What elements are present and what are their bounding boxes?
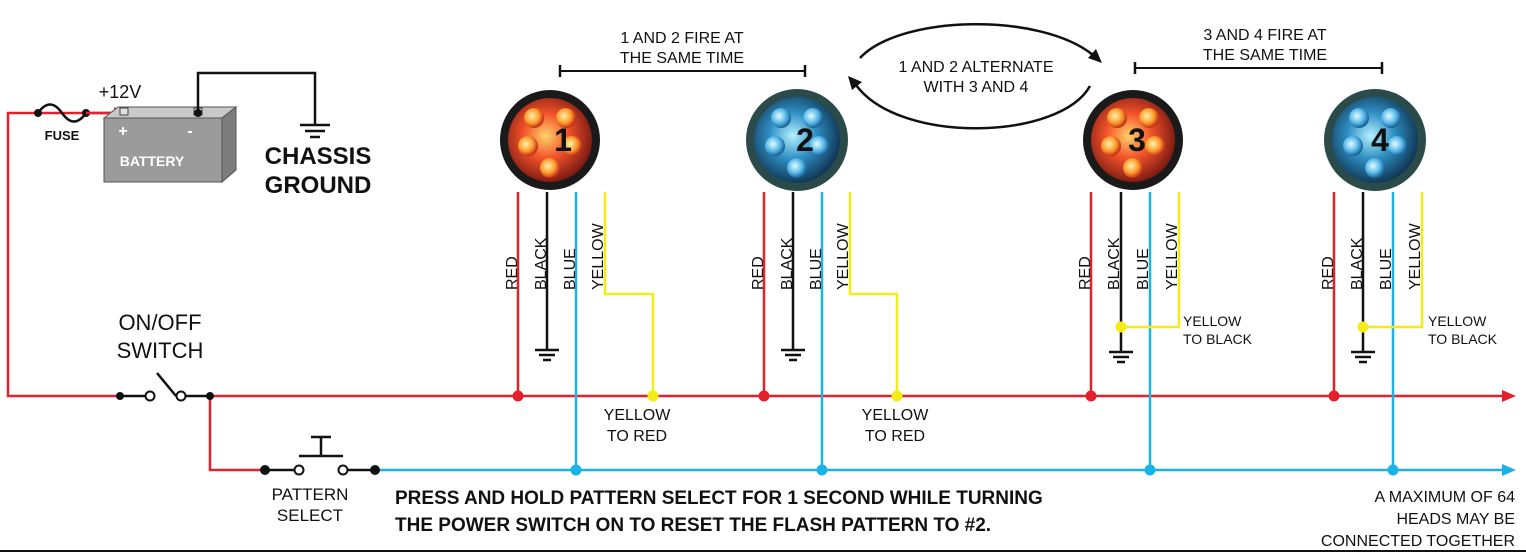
head-2-wires: RED BLACK BLUE YELLOW YELLOW TO RED (750, 192, 929, 476)
head-1-number: 1 (554, 122, 572, 158)
yellow-to-black-1-line2: TO BLACK (1183, 331, 1253, 347)
head-2-number: 2 (796, 122, 814, 158)
head-3-red-label: RED (1077, 256, 1094, 290)
group-a-line1: 1 AND 2 FIRE AT (620, 30, 744, 47)
head-2-red-label: RED (750, 256, 767, 290)
head-4-red-label: RED (1320, 256, 1337, 290)
head-4-black-label: BLACK (1349, 237, 1366, 290)
yellow-to-red-2-line1: YELLOW (862, 407, 930, 424)
positive-terminal (119, 107, 129, 116)
alternate-line2: WITH 3 AND 4 (924, 79, 1029, 96)
chassis-ground: CHASSIS GROUND (194, 71, 372, 199)
battery-minus: - (187, 123, 192, 140)
head-4-blue-label: BLUE (1378, 248, 1395, 290)
head-2-blue-label: BLUE (808, 248, 825, 290)
reset-note-line2: THE POWER SWITCH ON TO RESET THE FLASH P… (395, 515, 991, 536)
head-4-number: 4 (1371, 122, 1389, 158)
ground-label-line2: GROUND (265, 172, 372, 199)
head-1-yellow-label: YELLOW (590, 222, 607, 290)
on-off-switch: ON/OFF SWITCH (116, 310, 214, 402)
head-1-red-label: RED (504, 256, 521, 290)
reset-note-line1: PRESS AND HOLD PATTERN SELECT FOR 1 SECO… (395, 488, 1043, 509)
switch-label-line1: ON/OFF (118, 310, 201, 335)
red-bus-arrow (1502, 390, 1516, 402)
light-head-1: 1 (500, 90, 600, 190)
pattern-bus (378, 464, 1516, 476)
yellow-to-black-1-line1: YELLOW (1183, 313, 1242, 329)
head-4-yellow-label: YELLOW (1407, 222, 1424, 290)
pattern-label-line2: SELECT (277, 506, 343, 525)
alternate-line1: 1 AND 2 ALTERNATE (898, 59, 1053, 76)
yellow-to-black-2-line1: YELLOW (1428, 313, 1487, 329)
head-3-blue-label: BLUE (1135, 248, 1152, 290)
yellow-to-red-1-line2: TO RED (607, 428, 667, 445)
voltage-label: +12V (99, 82, 142, 102)
light-head-2: 2 (746, 89, 848, 191)
group-a-line2: THE SAME TIME (620, 50, 744, 67)
head-4-wires: RED BLACK BLUE YELLOW YELLOW TO BLACK (1320, 192, 1498, 476)
group-b-bracket: 3 AND 4 FIRE AT THE SAME TIME (1133, 27, 1384, 74)
head-3-wires: RED BLACK BLUE YELLOW YELLOW TO BLACK (1077, 192, 1253, 476)
ground-label-line1: CHASSIS (265, 143, 372, 170)
alternate-cycle: 1 AND 2 ALTERNATE WITH 3 AND 4 (848, 22, 1102, 130)
pattern-select-switch: PATTERN SELECT (260, 435, 380, 525)
yellow-to-red-1-line1: YELLOW (604, 407, 672, 424)
light-head-3: 3 (1083, 90, 1183, 190)
head-2-yellow-label: YELLOW (835, 222, 852, 290)
head-1-wires: RED BLACK BLUE YELLOW YELLOW TO RED (504, 192, 671, 476)
head-2-black-label: BLACK (779, 237, 796, 290)
fuse-label: FUSE (45, 128, 80, 143)
battery: + - BATTERY +12V (99, 82, 238, 184)
light-head-4: 4 (1324, 89, 1426, 191)
head-3-number: 3 (1128, 122, 1146, 158)
blue-bus-arrow (1502, 464, 1516, 476)
battery-label: BATTERY (120, 153, 185, 169)
head-1-black-label: BLACK (533, 237, 550, 290)
max-note-line3: CONNECTED TOGETHER (1321, 533, 1515, 550)
max-note-line2: HEADS MAY BE (1396, 511, 1515, 528)
group-b-line2: THE SAME TIME (1203, 47, 1327, 64)
group-b-line1: 3 AND 4 FIRE AT (1203, 27, 1327, 44)
head-1-blue-label: BLUE (562, 248, 579, 290)
switch-label-line2: SWITCH (117, 338, 204, 363)
yellow-to-black-2-line2: TO BLACK (1428, 331, 1498, 347)
yellow-to-red-2-line2: TO RED (865, 428, 925, 445)
head-3-yellow-label: YELLOW (1164, 222, 1181, 290)
max-note-line1: A MAXIMUM OF 64 (1375, 489, 1516, 506)
head-3-black-label: BLACK (1106, 237, 1123, 290)
pattern-label-line1: PATTERN (272, 485, 349, 504)
battery-plus: + (118, 123, 127, 140)
group-a-bracket: 1 AND 2 FIRE AT THE SAME TIME (558, 30, 807, 77)
